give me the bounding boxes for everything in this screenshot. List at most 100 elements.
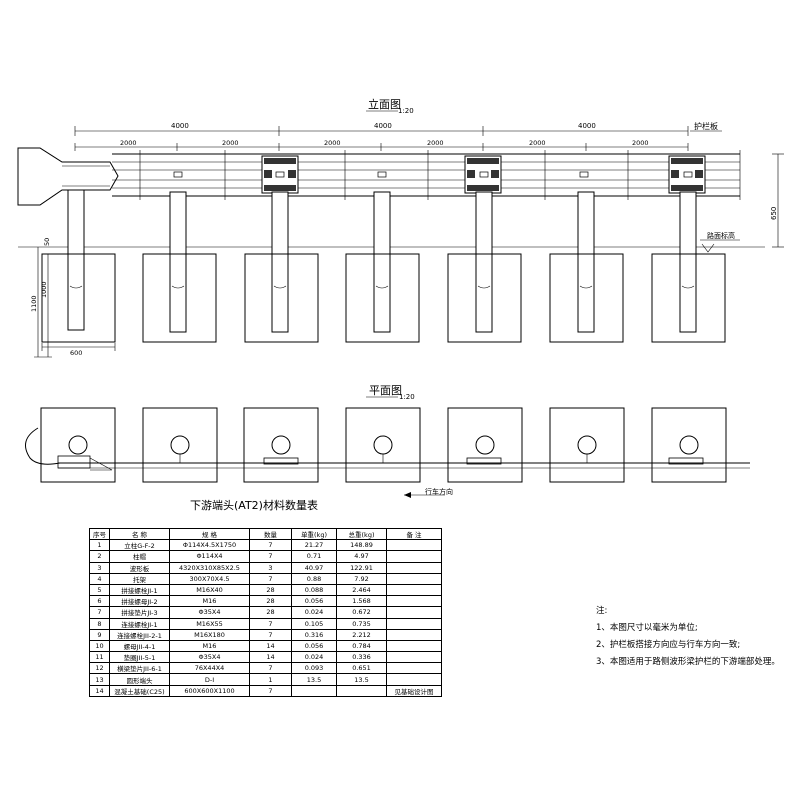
table-cell: 7 [249, 539, 292, 552]
table-cell: M16 [169, 595, 250, 608]
table-cell: 3 [249, 561, 292, 574]
table-cell: 13 [89, 673, 110, 686]
dimension-left: 50 1100 1000 600 [30, 238, 116, 358]
table-cell: 14 [249, 639, 292, 653]
splice-plate-3 [668, 155, 706, 194]
table-cell: 28 [249, 583, 292, 597]
dim-2000-4: 2000 [427, 139, 444, 147]
table-cell: Φ114X4 [169, 550, 250, 563]
table-cell: 圆形端头 [109, 673, 170, 686]
post-7 [651, 191, 726, 343]
table-cell: 2.464 [336, 583, 387, 597]
table-cell: 0.88 [291, 572, 337, 585]
table-cell: 0.056 [291, 595, 337, 608]
table-cell: 0.784 [336, 639, 387, 653]
table-cell: 托架 [109, 572, 170, 585]
table-cell: 0.316 [291, 628, 337, 641]
table-cell: M16X40 [169, 583, 250, 597]
table-cell: 0.71 [291, 550, 337, 563]
table-cell: 0.651 [336, 662, 387, 675]
table-cell: 3 [89, 561, 110, 574]
table-cell: 13.5 [291, 673, 337, 686]
table-cell: 7 [89, 606, 110, 619]
table-cell: 1 [249, 673, 292, 686]
table-cell: 波形板 [109, 561, 170, 574]
dim-2000-3: 2000 [324, 139, 341, 147]
note-3: 3、本图适用于路侧波形梁护栏的下游端部处理。 [596, 657, 780, 667]
dim-2000-1: 2000 [120, 139, 137, 147]
table-cell [386, 572, 442, 585]
table-cell: 76X44X4 [169, 662, 250, 675]
table-cell: 4 [89, 572, 110, 585]
w-beam-rail [112, 150, 741, 200]
dim-600: 600 [70, 349, 82, 357]
dim-2000-6: 2000 [632, 139, 649, 147]
post-3 [244, 191, 319, 343]
plan-foundations [40, 407, 727, 483]
label-top-right: 护栏板 [694, 121, 718, 131]
header-cell: 名 称 [109, 527, 170, 541]
table-cell: 拼接螺母JI-2 [109, 595, 170, 608]
table-cell: 0.093 [291, 662, 337, 675]
table-cell: 148.89 [336, 539, 387, 552]
table-cell: 5 [89, 583, 110, 597]
table-cell: 8 [89, 617, 110, 630]
table-cell: 螺母JII-4-1 [109, 639, 170, 653]
table-cell: 4.97 [336, 550, 387, 563]
table-cell: 14 [89, 684, 110, 697]
table-title: 下游端头(AT2)材料数量表 [190, 499, 318, 512]
table-cell [386, 550, 442, 563]
table-cell: 7 [249, 617, 292, 630]
table-cell: 0.336 [336, 651, 387, 664]
header-cell: 规 格 [169, 527, 250, 541]
table-cell [386, 539, 442, 552]
table-cell [386, 651, 442, 664]
table-cell: 4320X310X85X2.5 [169, 561, 250, 574]
dimension-650: 650 [770, 153, 784, 248]
table-cell: 0.672 [336, 606, 387, 619]
table-cell: 9 [89, 628, 110, 641]
table-cell: 7 [249, 572, 292, 585]
dim-4000-3: 4000 [578, 122, 596, 130]
table-cell: 21.27 [291, 539, 337, 552]
plan-view: 平面图 1:20 [25, 384, 750, 498]
dim-2000-5: 2000 [529, 139, 546, 147]
table-header-row: 序号 名 称 规 格 数量 单重(kg) 总重(kg) 备 注 [89, 527, 442, 541]
plan-rail [25, 427, 750, 471]
elevation-title: 立面图 [368, 97, 401, 111]
notes: 注: 1、本图尺寸以毫米为单位; 2、护栏板搭接方向应与行车方向一致; 3、本图… [596, 603, 780, 671]
dim-2000-2: 2000 [222, 139, 239, 147]
table-cell [336, 684, 387, 697]
table-cell: 14 [249, 651, 292, 664]
table-cell: 立柱G-F-2 [109, 539, 170, 552]
dim-1000: 1000 [40, 281, 48, 298]
dim-4000-1: 4000 [171, 122, 189, 130]
header-cell: 单重(kg) [291, 527, 337, 541]
dim-4000-2: 4000 [374, 122, 392, 130]
note-2: 2、护栏板搭接方向应与行车方向一致; [596, 640, 741, 650]
plan-posts [68, 435, 699, 455]
table-cell: 1.568 [336, 595, 387, 608]
post-2 [142, 191, 217, 343]
table-cell: 2.212 [336, 628, 387, 641]
post-5 [447, 191, 522, 343]
table-cell: 1 [89, 539, 110, 552]
post-6 [549, 191, 624, 343]
dimension-4000-row: 4000 4000 4000 护栏板 [74, 121, 722, 136]
table-cell: 横梁垫片JII-6-1 [109, 662, 170, 675]
table-cell: D-I [169, 673, 250, 686]
